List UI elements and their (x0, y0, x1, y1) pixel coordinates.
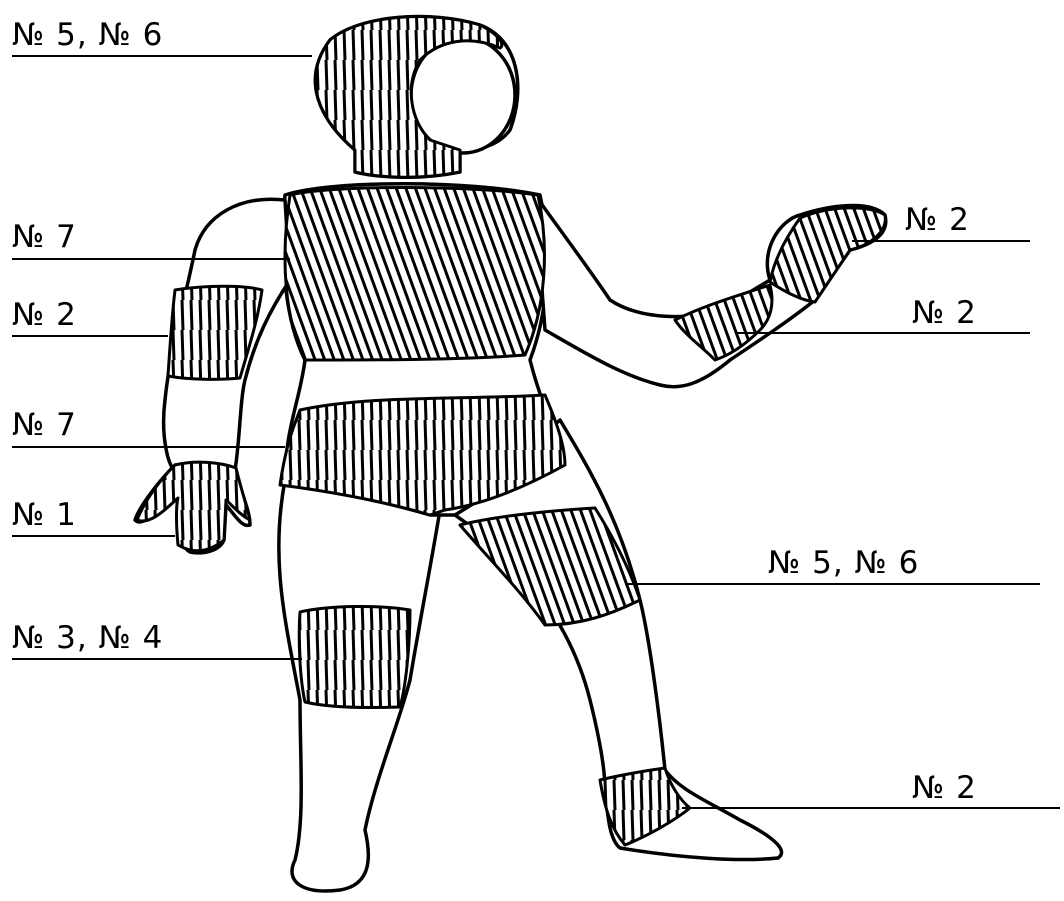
label-forearm: № 2 (12, 300, 77, 331)
label-sock: № 2 (912, 773, 977, 804)
label-shorts: № 7 (12, 410, 77, 441)
label-left-mitten: № 1 (12, 500, 77, 531)
label-knee: № 3, № 4 (12, 623, 163, 654)
knee-band (299, 606, 410, 707)
label-hood: № 5, № 6 (12, 20, 163, 51)
label-right-mitten: № 2 (905, 205, 970, 236)
label-thigh: № 5, № 6 (768, 548, 919, 579)
label-shoulder: № 7 (12, 222, 77, 253)
label-wrist: № 2 (912, 298, 977, 329)
mitten-left (137, 462, 250, 551)
top-garment (285, 188, 544, 361)
